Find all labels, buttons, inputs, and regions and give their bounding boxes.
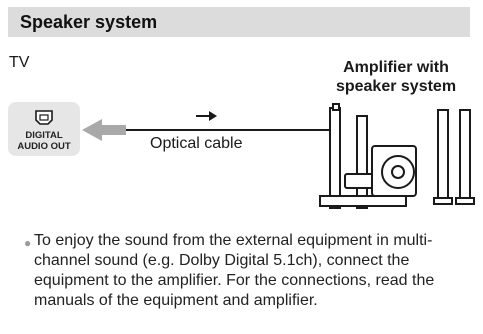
optical-port-icon [35,110,53,125]
bullet-icon: ● [24,236,32,250]
signal-direction-arrow-icon [196,111,217,121]
section-title: Speaker system [20,11,158,32]
speaker-system-illustration [319,103,475,209]
port-label: DIGITAL AUDIO OUT [8,130,80,152]
note-text: To enjoy the sound from the external equ… [34,232,435,309]
plug-arrow-icon [82,119,126,141]
amplifier-label-line1: Amplifier with [343,59,449,76]
cable-label: Optical cable [150,135,243,152]
amplifier-label: Amplifier with speaker system [316,58,476,96]
section-header: Speaker system [8,7,470,37]
tv-label: TV [9,54,30,71]
diagram-art [82,103,475,209]
port-label-line2: AUDIO OUT [17,141,71,152]
connection-diagram: TV Amplifier with speaker system [0,46,483,216]
digital-audio-out-port: DIGITAL AUDIO OUT [8,102,80,156]
port-label-line1: DIGITAL [25,130,63,141]
amplifier-label-line2: speaker system [335,78,457,95]
